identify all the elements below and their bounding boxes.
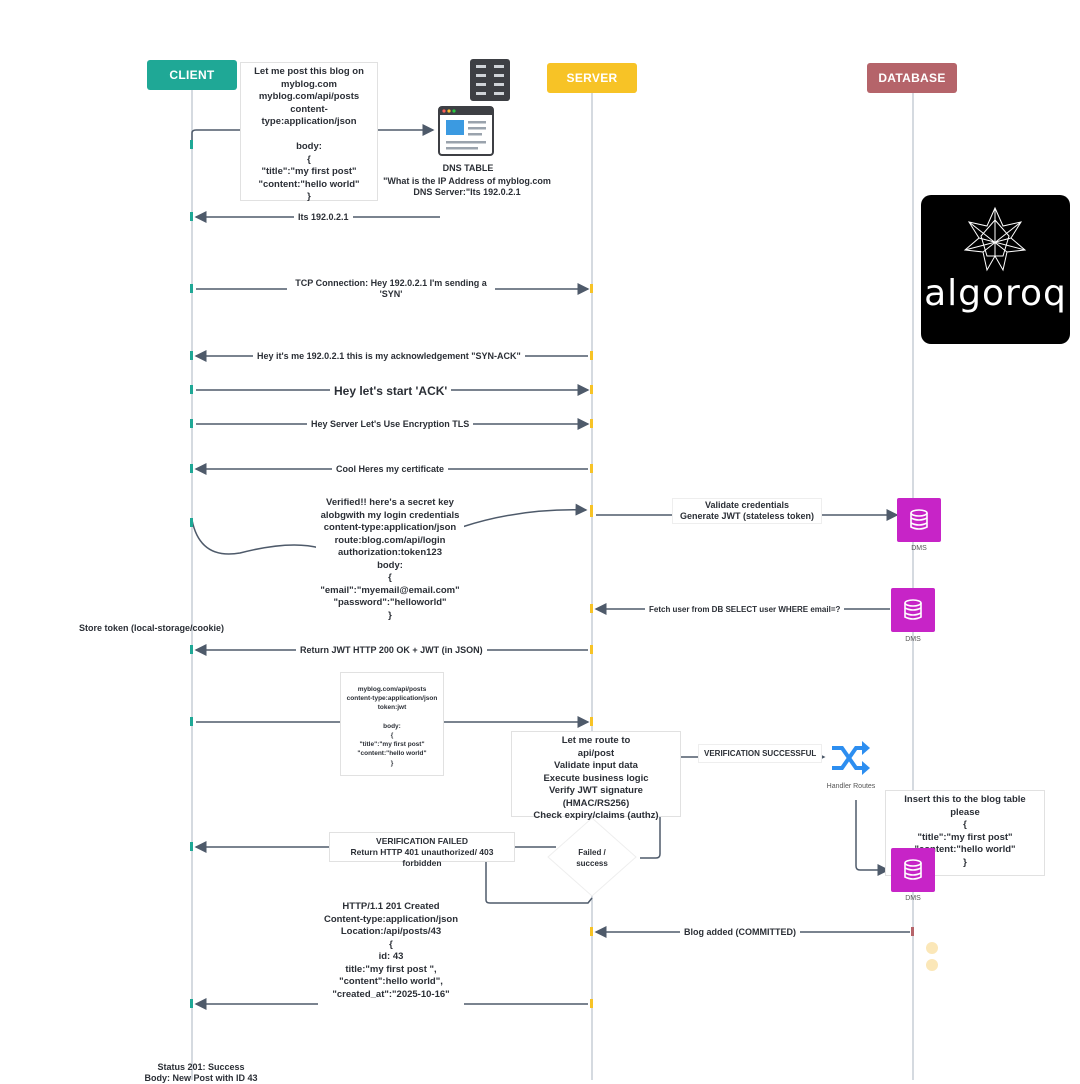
algoroq-logo-icon [963, 206, 1027, 272]
dns-query: "What is the IP Address of myblog.com DN… [383, 176, 551, 197]
logo-wordmark: algoroq [924, 273, 1067, 314]
client-activation [190, 518, 193, 527]
client-activation [190, 140, 193, 149]
database-icon [904, 599, 922, 620]
client-activation [190, 385, 193, 394]
arrow-login [191, 519, 321, 555]
database-activation [911, 927, 914, 936]
server-header: SERVER [547, 63, 637, 93]
server-process-box: Let me route to api/post Validate input … [511, 731, 681, 821]
fetch-user-label: Fetch user from DB SELECT user WHERE ema… [645, 603, 845, 616]
client-activation [190, 464, 193, 473]
insert-request-box: Insert this to the blog table please { "… [885, 790, 1045, 876]
created-response-box: HTTP/1.1 201 Created Content-type:applic… [318, 898, 464, 1010]
server-activation [590, 999, 593, 1008]
server-activation [590, 717, 593, 726]
syn-label: TCP Connection: Hey 192.0.2.1 I'm sendin… [287, 277, 495, 301]
client-activation [190, 999, 193, 1008]
client-activation [190, 284, 193, 293]
arrow-failed-path [485, 862, 593, 904]
client-header: CLIENT [147, 60, 237, 90]
decision-label: Failed / success [576, 848, 608, 868]
server-activation [590, 385, 593, 394]
database-icon [904, 859, 922, 880]
browser-window-icon [438, 106, 494, 156]
database-header: DATABASE [867, 63, 957, 93]
dns-table-title: DNS TABLE [442, 163, 494, 173]
dns-reply-label: Its 192.0.2.1 [294, 211, 353, 224]
store-token-label: Store token (local-storage/cookie) [79, 623, 225, 633]
database-icon [910, 509, 928, 530]
server-activation [590, 351, 593, 360]
client-activation [190, 351, 193, 360]
dms-caption: DMS [911, 545, 927, 552]
server-activation [590, 604, 593, 613]
blog-added-label: Blog added (COMMITTED) [680, 926, 800, 939]
arrow-login-to-server [461, 503, 588, 528]
dms-caption: DMS [905, 895, 921, 902]
server-activation [590, 505, 593, 517]
certificate-label: Cool Heres my certificate [332, 463, 449, 476]
handler-routes-caption: Handler Routes [826, 783, 876, 790]
decision-diamond [547, 817, 637, 897]
arrow-client-dns [191, 129, 240, 145]
shuffle-icon [832, 741, 870, 775]
algoroq-logo: algoroq [921, 195, 1070, 344]
login-request-box: Verified!! here's a secret key alobgwith… [316, 494, 464, 632]
server-activation [590, 927, 593, 936]
server-activation [590, 419, 593, 428]
client-activation [190, 419, 193, 428]
arrow-handler-to-db [855, 800, 890, 876]
client-activation [190, 645, 193, 654]
client-activation [190, 212, 193, 221]
server-activation [590, 464, 593, 473]
pale-dot [926, 942, 938, 954]
client-activation [190, 717, 193, 726]
verification-failed-box: VERIFICATION FAILED Return HTTP 401 unau… [329, 832, 515, 868]
server-activation [590, 645, 593, 654]
syn-ack-label: Hey it's me 192.0.2.1 this is my acknowl… [253, 350, 525, 363]
validate-label: Validate credentials Generate JWT (state… [672, 498, 822, 524]
ack-label: Hey let's start 'ACK' [330, 383, 452, 399]
client-request-box: Let me post this blog on myblog.com mybl… [240, 62, 378, 202]
status-label: Status 201: Success Body: New Post with … [144, 1062, 258, 1083]
return-jwt-label: Return JWT HTTP 200 OK + JWT (in JSON) [296, 644, 487, 657]
post-request-box: myblog.com/api/posts content-type:applic… [340, 672, 444, 776]
server-activation [590, 284, 593, 293]
client-activation [190, 842, 193, 851]
tls-label: Hey Server Let's Use Encryption TLS [307, 418, 474, 431]
verification-success-label: VERIFICATION SUCCESSFUL [698, 744, 823, 763]
dms-caption: DMS [905, 636, 921, 643]
server-rack-icon [470, 59, 510, 101]
pale-dot [926, 959, 938, 971]
